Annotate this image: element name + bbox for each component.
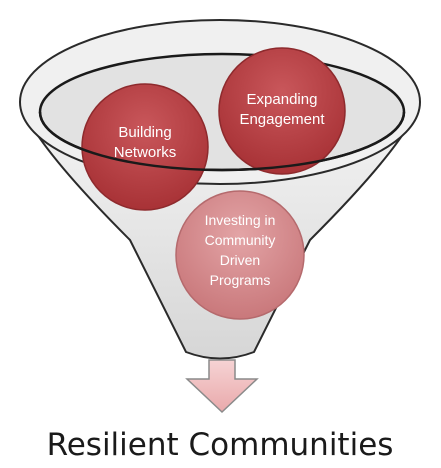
investing-line-2: Community	[205, 232, 276, 248]
down-arrow-icon	[185, 359, 259, 414]
input-investing-programs: Investing in Community Driven Programs	[175, 190, 305, 320]
input-expanding-engagement: Expanding Engagement	[218, 47, 346, 175]
expanding-engagement-line-2: Engagement	[239, 111, 325, 128]
input-building-networks: Building Networks	[81, 83, 209, 211]
building-networks-line-1: Building	[118, 124, 171, 141]
expanding-engagement-line-1: Expanding	[247, 91, 318, 108]
funnel-opening-front-edge	[38, 111, 406, 172]
outcome-label: Resilient Communities	[47, 427, 394, 463]
investing-line-1: Investing in	[205, 212, 276, 228]
building-networks-line-2: Networks	[114, 144, 177, 161]
investing-line-3: Driven	[220, 252, 260, 268]
investing-line-4: Programs	[210, 272, 271, 288]
